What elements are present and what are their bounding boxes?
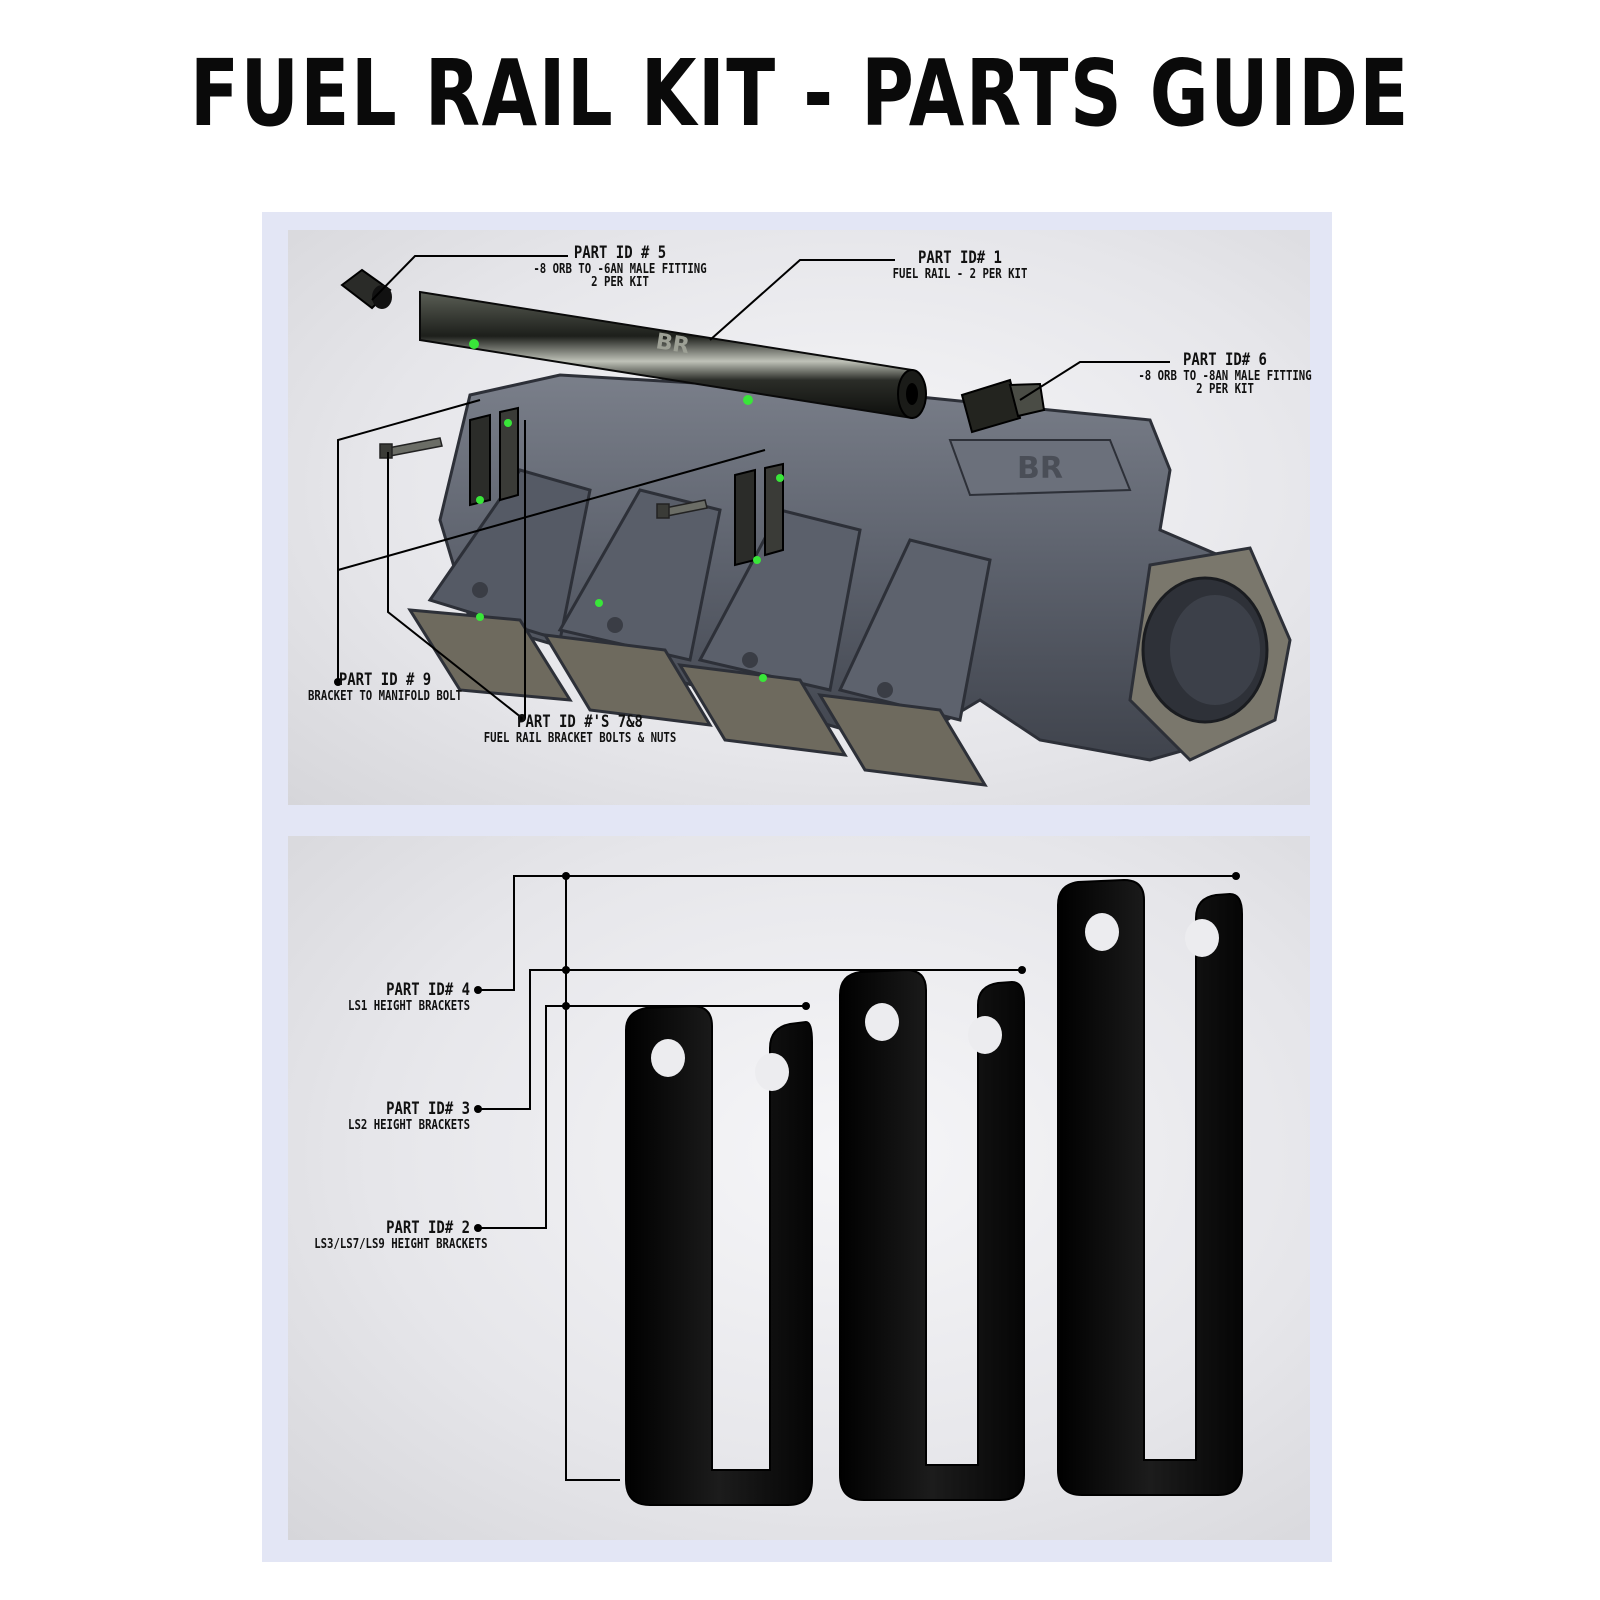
part-description: FUEL RAIL BRACKET BOLTS & NUTS <box>483 730 677 746</box>
part-quantity: 2 PER KIT <box>591 275 649 291</box>
part-description: LS1 HEIGHT BRACKETS <box>348 998 470 1014</box>
green-dot <box>759 674 767 682</box>
green-dot <box>753 556 761 564</box>
label-part-2: PART ID# 2 LS3/LS7/LS9 HEIGHT BRACKETS <box>280 1218 488 1252</box>
bracket-bolt <box>656 499 708 519</box>
fuel-rail: BR <box>419 290 927 420</box>
manifold-bolt-part-9 <box>379 437 443 459</box>
part-heading: PART ID # 9 <box>338 670 432 690</box>
intake-manifold: BR <box>407 373 1292 787</box>
label-part-3: PART ID# 3 LS2 HEIGHT BRACKETS <box>300 1099 470 1133</box>
leader-dots-bottom <box>474 872 1240 1232</box>
part-description: -8 ORB TO -6AN MALE FITTING <box>533 261 707 277</box>
page-title: FUEL RAIL KIT - PARTS GUIDE <box>190 40 1410 147</box>
part-heading: PART ID # 5 <box>573 243 667 263</box>
part-heading: PART ID# 3 <box>386 1099 470 1119</box>
part-description: LS2 HEIGHT BRACKETS <box>348 1117 470 1133</box>
part-quantity: 2 PER KIT <box>1196 382 1254 398</box>
label-part-5: PART ID # 5 -8 ORB TO -6AN MALE FITTING … <box>500 243 740 291</box>
part-description: -8 ORB TO -8AN MALE FITTING <box>1138 368 1312 384</box>
label-part-7-8: PART ID #'S 7&8 FUEL RAIL BRACKET BOLTS … <box>460 712 700 746</box>
part-description: FUEL RAIL - 2 PER KIT <box>892 266 1028 282</box>
part-heading: PART ID #'S 7&8 <box>517 712 643 732</box>
fitting-part-5 <box>340 268 392 310</box>
bracket-pair-ls1 <box>1057 878 1243 1496</box>
rail-bracket-rear <box>734 462 784 567</box>
green-dot <box>776 474 784 482</box>
leader-lines-bottom <box>478 875 1236 1481</box>
rail-logo: BR <box>654 329 691 359</box>
part-heading: PART ID# 2 <box>386 1218 470 1238</box>
green-dot <box>469 339 479 349</box>
part-description: LS3/LS7/LS9 HEIGHT BRACKETS <box>314 1236 488 1252</box>
label-part-1: PART ID# 1 FUEL RAIL - 2 PER KIT <box>860 248 1060 282</box>
leader-lines-top <box>337 255 1170 719</box>
green-dot <box>504 419 512 427</box>
part-heading: PART ID# 4 <box>386 980 470 1000</box>
label-part-9: PART ID # 9 BRACKET TO MANIFOLD BOLT <box>280 670 490 704</box>
label-part-4: PART ID# 4 LS1 HEIGHT BRACKETS <box>300 980 470 1014</box>
part-heading: PART ID# 6 <box>1183 350 1267 370</box>
green-dot <box>743 395 753 405</box>
green-dot <box>476 496 484 504</box>
manifold-logo: BR <box>1017 451 1063 486</box>
part-description: BRACKET TO MANIFOLD BOLT <box>307 688 463 704</box>
fitting-part-6 <box>960 378 1046 434</box>
green-dot <box>595 599 603 607</box>
label-part-6: PART ID# 6 -8 ORB TO -8AN MALE FITTING 2… <box>1105 350 1345 398</box>
rail-bracket-front <box>469 406 519 507</box>
green-dot <box>476 613 484 621</box>
leader-dots-top <box>334 678 526 722</box>
bracket-pair-ls2 <box>839 968 1025 1501</box>
bracket-pair-ls3 <box>625 1004 813 1506</box>
part-heading: PART ID# 1 <box>918 248 1002 268</box>
